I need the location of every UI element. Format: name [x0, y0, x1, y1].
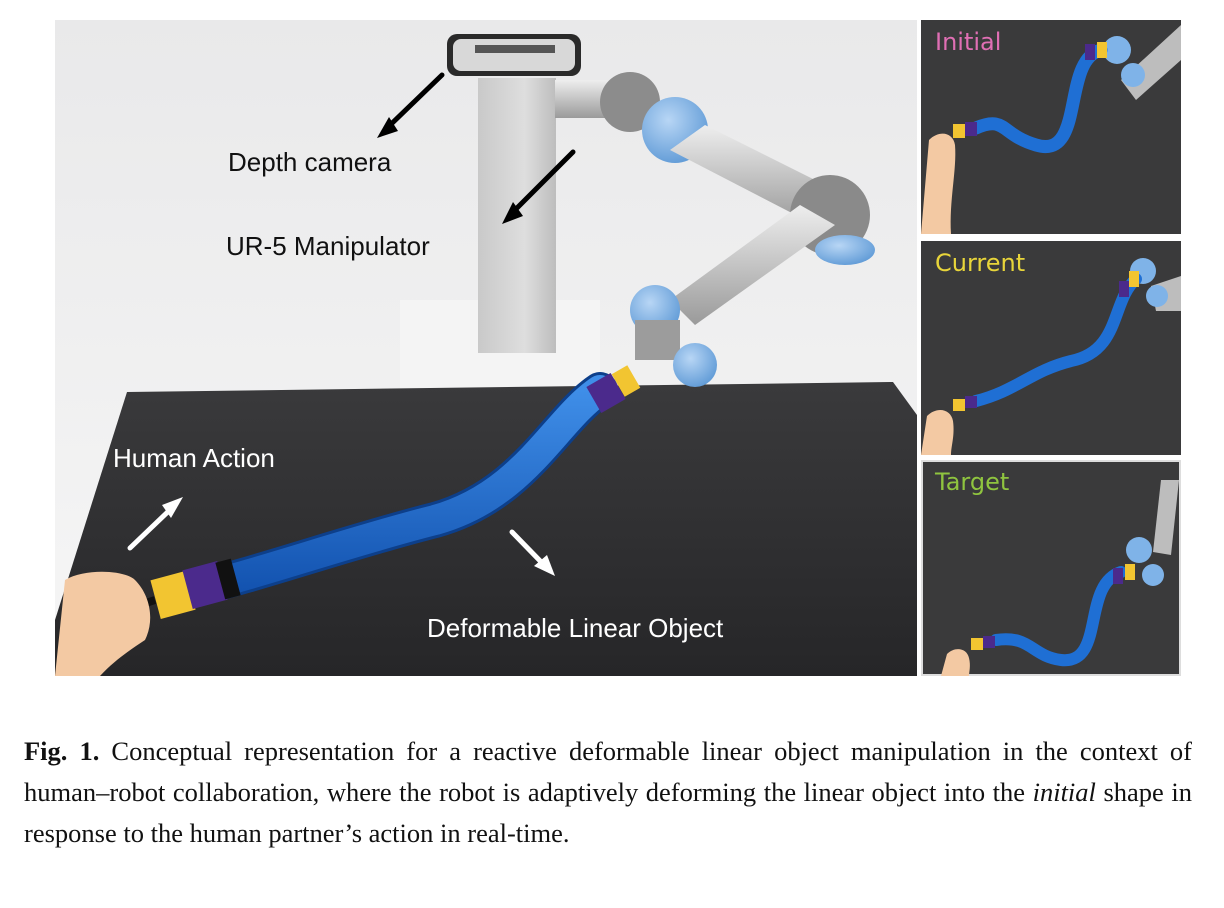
manipulator-label: UR-5 Manipulator [226, 231, 430, 261]
panel-initial-illustration [921, 20, 1181, 234]
cable-illustration [93, 365, 641, 624]
manipulator-arrow [507, 149, 576, 218]
deformable-object-label: Deformable Linear Object [427, 613, 724, 643]
figure-caption: Fig. 1. Conceptual representation for a … [24, 731, 1192, 854]
panel-current-label: Current [935, 249, 1026, 277]
caption-emphasis: initial [1032, 777, 1096, 807]
panel-target-illustration [921, 460, 1181, 676]
panel-target-label: Target [935, 468, 1010, 496]
depth-camera-label: Depth camera [228, 147, 392, 177]
main-scene: Depth camera UR-5 Manipulator Human Acti… [55, 20, 917, 676]
panel-current: Current [921, 241, 1181, 455]
caption-text-before: Conceptual representation for a reactive… [24, 736, 1192, 807]
robot-arm-illustration [555, 72, 875, 387]
hand-illustration [55, 571, 151, 676]
caption-text-after: shape in response to the human partner’s… [24, 777, 1192, 848]
human-action-label: Human Action [113, 443, 275, 473]
panel-current-illustration [921, 241, 1181, 455]
panel-target: Target [921, 460, 1181, 676]
figure-number: Fig. 1. [24, 736, 100, 766]
arrows [127, 72, 576, 576]
camera-illustration [447, 34, 581, 76]
scene-illustration [55, 20, 917, 676]
figure: Depth camera UR-5 Manipulator Human Acti… [55, 20, 1181, 676]
panel-initial: Initial [921, 20, 1181, 234]
camera-arrow [382, 72, 445, 133]
panel-initial-label: Initial [935, 28, 1002, 56]
